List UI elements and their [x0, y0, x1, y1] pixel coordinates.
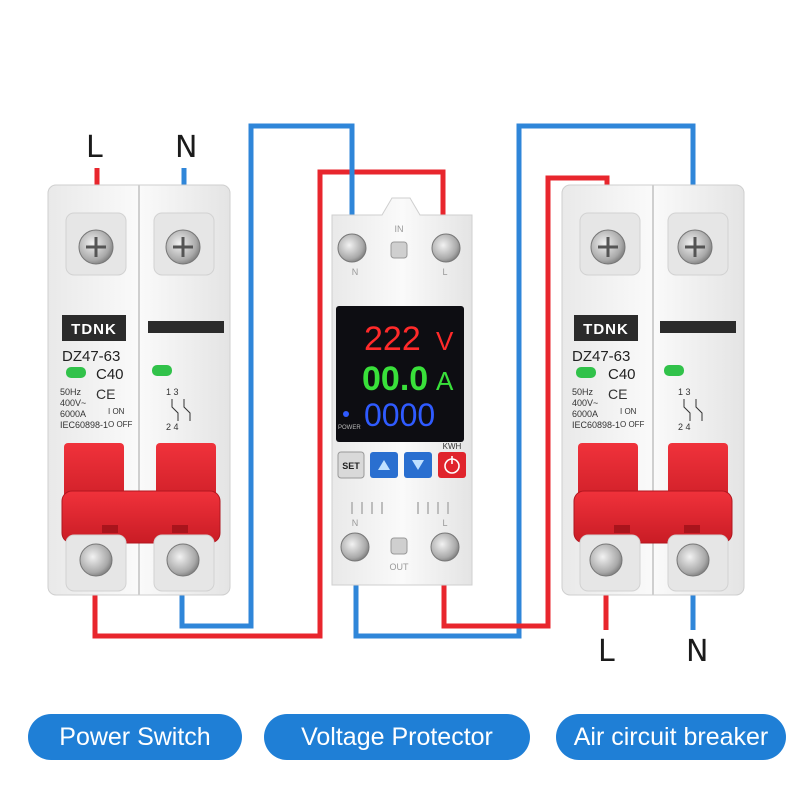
svg-text:IN: IN: [395, 224, 404, 234]
screw-icon: [166, 543, 200, 577]
wire-neutral-to-protector: [179, 123, 355, 629]
svg-text:SET: SET: [342, 461, 360, 471]
svg-text:CE: CE: [608, 386, 627, 402]
svg-text:1 3: 1 3: [166, 387, 179, 397]
svg-text:I ON: I ON: [108, 407, 125, 416]
breaker-right: TDNK DZ47-63 C40 50Hz CE 400V~ 6000A IEC…: [561, 184, 745, 596]
model-label: DZ47-63: [62, 348, 120, 365]
voltage-readout: 222: [364, 320, 421, 358]
svg-text:IEC60898-1: IEC60898-1: [572, 420, 620, 430]
triangle-down-icon: [412, 460, 424, 470]
wire-label-top-neutral: N: [175, 130, 198, 165]
wire-neutral-to-breaker2: [353, 123, 696, 639]
rating-label: C40: [96, 366, 124, 383]
svg-text:50Hz: 50Hz: [572, 387, 594, 397]
wire-label-bottom-neutral: N: [686, 634, 709, 669]
svg-text:L: L: [442, 267, 447, 277]
svg-text:6000A: 6000A: [572, 409, 598, 419]
screw-icon: [676, 543, 710, 577]
current-readout: 00.0: [362, 360, 428, 398]
screw-icon: [79, 543, 113, 577]
svg-text:V: V: [436, 326, 454, 356]
brand-logo: TDNK: [583, 321, 629, 338]
wire-label-bottom-live: L: [598, 634, 615, 669]
wire-label-top-live: L: [86, 130, 103, 165]
breaker-left: TDNK DZ47-63 C40 50Hz CE 400V~ 6000A IEC…: [47, 184, 231, 596]
svg-text:POWER: POWER: [338, 425, 361, 431]
svg-text:6000A: 6000A: [60, 409, 86, 419]
down-button[interactable]: [404, 452, 432, 478]
svg-text:CE: CE: [96, 386, 115, 402]
power-led: [343, 411, 349, 417]
breaker-symbol-icon: [171, 399, 191, 421]
svg-text:50Hz: 50Hz: [60, 387, 82, 397]
voltage-protector: IN N L 222 V 00.0 A 0000 POWER KWH SET: [331, 197, 473, 586]
wires: [92, 123, 696, 639]
model-label: DZ47-63: [572, 348, 630, 365]
svg-text:O OFF: O OFF: [108, 420, 133, 429]
breaker-symbol-icon: [683, 399, 703, 421]
screw-icon: [430, 532, 460, 562]
rating-label: C40: [608, 366, 636, 383]
svg-text:L: L: [442, 518, 447, 528]
svg-text:N: N: [352, 518, 359, 528]
svg-text:N: N: [352, 267, 359, 277]
screw-icon: [431, 233, 461, 263]
svg-text:OUT: OUT: [390, 562, 410, 572]
brand-logo: TDNK: [71, 321, 117, 338]
up-button[interactable]: [370, 452, 398, 478]
svg-text:1 3: 1 3: [678, 387, 691, 397]
svg-text:KWH: KWH: [443, 442, 462, 451]
energy-readout: 0000: [364, 397, 435, 433]
lcd-display: [336, 306, 464, 442]
svg-text:A: A: [436, 366, 454, 396]
wire-live-to-protector: [92, 169, 446, 639]
caption-air-breaker: Air circuit breaker: [556, 714, 786, 760]
svg-text:2 4: 2 4: [678, 422, 691, 432]
svg-text:O OFF: O OFF: [620, 420, 645, 429]
svg-text:400V~: 400V~: [60, 398, 86, 408]
svg-text:I ON: I ON: [620, 407, 637, 416]
svg-text:400V~: 400V~: [572, 398, 598, 408]
set-button[interactable]: SET: [337, 451, 365, 479]
screw-icon: [340, 532, 370, 562]
screw-icon: [589, 543, 623, 577]
triangle-up-icon: [378, 460, 390, 470]
svg-text:2 4: 2 4: [166, 422, 179, 432]
caption-power-switch: Power Switch: [28, 714, 242, 760]
screw-icon: [337, 233, 367, 263]
svg-text:IEC60898-1: IEC60898-1: [60, 420, 108, 430]
power-button[interactable]: [438, 452, 466, 478]
caption-voltage-protector: Voltage Protector: [264, 714, 530, 760]
